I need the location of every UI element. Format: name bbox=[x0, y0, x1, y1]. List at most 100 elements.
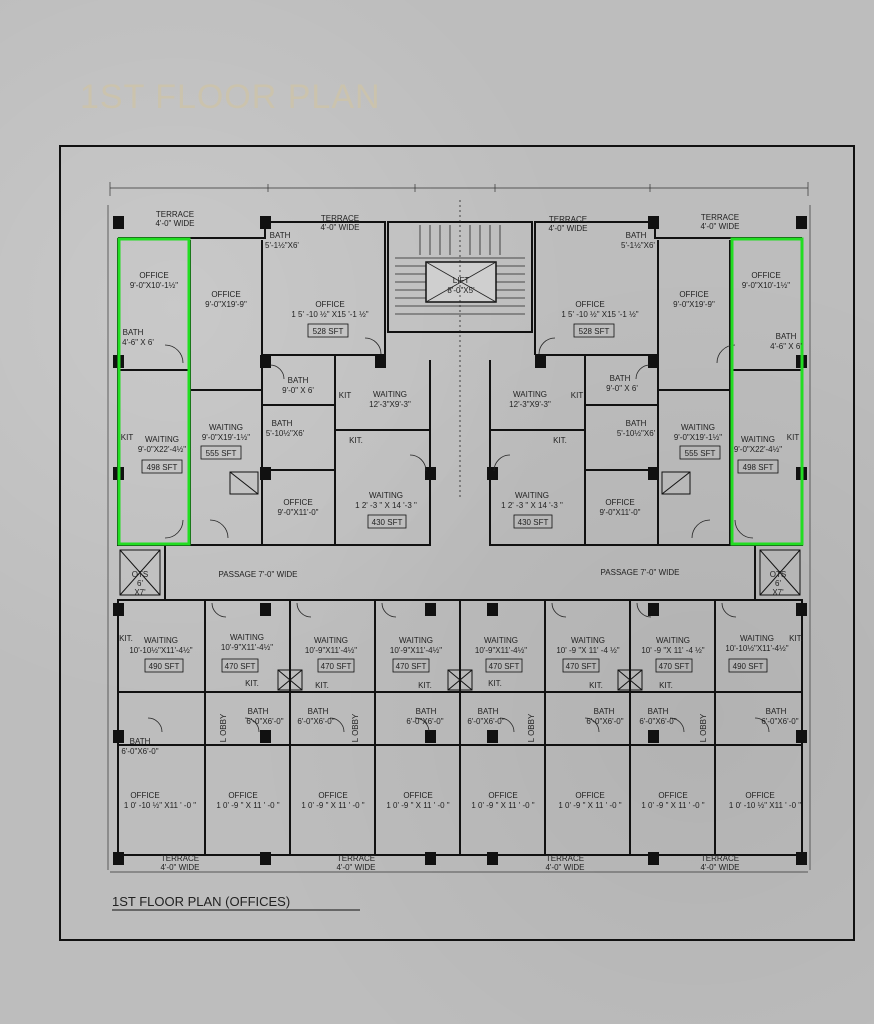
area-sft: 470 SFT bbox=[396, 662, 427, 671]
waiting-size: 1 2' -3 " X 14 '-3 " bbox=[501, 501, 563, 510]
terrace-width: 4'-0" WIDE bbox=[700, 222, 739, 231]
office-size: 1 0' -9 " X 11 ' -0 " bbox=[641, 801, 704, 810]
waiting-label: WAITING bbox=[369, 491, 403, 500]
area-sft: 470 SFT bbox=[489, 662, 520, 671]
office-label: OFFICE bbox=[228, 791, 257, 800]
office-label: OFFICE bbox=[745, 791, 774, 800]
terrace-width: 4'-0" WIDE bbox=[320, 223, 359, 232]
terrace-width: 4'-0" WIDE bbox=[160, 863, 199, 872]
waiting-label: WAITING bbox=[656, 636, 690, 645]
kitchen-label: KIT. bbox=[349, 436, 363, 445]
kitchen-label: KIT. bbox=[553, 436, 567, 445]
bath-label: BATH bbox=[626, 419, 647, 428]
waiting-label: WAITING bbox=[484, 636, 518, 645]
waiting-size: 9'-0"X19'-1½" bbox=[674, 433, 722, 442]
waiting-label: WAITING bbox=[740, 634, 774, 643]
ots-label: OTS bbox=[770, 570, 786, 579]
waiting-size: 12'-3"X9'-3" bbox=[369, 400, 411, 409]
office-size: 9'-0"X19'-9" bbox=[673, 300, 715, 309]
bath-label: BATH bbox=[123, 328, 144, 337]
terrace-label: TERRACE bbox=[337, 854, 375, 863]
office-size: 9'-0"X10'-1½" bbox=[130, 281, 178, 290]
ots-size: X7' bbox=[772, 588, 784, 597]
office-label: OFFICE bbox=[751, 271, 780, 280]
waiting-size: 1 2' -3 " X 14 '-3 " bbox=[355, 501, 417, 510]
waiting-label: WAITING bbox=[741, 435, 775, 444]
room-labels: TERRACE 4'-0" WIDE TERRACE 4'-0" WIDE TE… bbox=[119, 210, 803, 872]
waiting-label: WAITING bbox=[144, 636, 178, 645]
terrace-width: 4'-0" WIDE bbox=[548, 224, 587, 233]
kitchen-label: KIT. bbox=[119, 634, 133, 643]
lobby-label: L OBBY bbox=[699, 713, 708, 742]
waiting-label: WAITING bbox=[681, 423, 715, 432]
terrace-width: 4'-0" WIDE bbox=[155, 219, 194, 228]
office-label: OFFICE bbox=[575, 300, 604, 309]
lobby-label: L OBBY bbox=[351, 713, 360, 742]
bath-size: 5'-10½"X6' bbox=[266, 429, 305, 438]
bath-label: BATH bbox=[610, 374, 631, 383]
terrace-label: TERRACE bbox=[701, 213, 739, 222]
waiting-label: WAITING bbox=[513, 390, 547, 399]
kitchen-label: KIT. bbox=[789, 634, 803, 643]
bath-size: 6'-0"X6'-0" bbox=[639, 717, 676, 726]
bath-size: 6'-0"X6'-0" bbox=[297, 717, 334, 726]
office-label: OFFICE bbox=[575, 791, 604, 800]
area-sft: 555 SFT bbox=[685, 449, 716, 458]
waiting-size: 10'-10½"X11'-4½" bbox=[725, 644, 788, 653]
bath-label: BATH bbox=[130, 737, 151, 746]
office-size: 1 0' -9 " X 11 ' -0 " bbox=[386, 801, 449, 810]
office-label: OFFICE bbox=[139, 271, 168, 280]
office-size: 1 0' -9 " X 11 ' -0 " bbox=[471, 801, 534, 810]
terrace-label: TERRACE bbox=[546, 854, 584, 863]
bath-label: BATH bbox=[248, 707, 269, 716]
bath-label: BATH bbox=[288, 376, 309, 385]
office-size: 1 0' -9 " X 11 ' -0 " bbox=[558, 801, 621, 810]
area-sft: 470 SFT bbox=[566, 662, 597, 671]
area-sft: 490 SFT bbox=[733, 662, 764, 671]
terrace-label: TERRACE bbox=[549, 215, 587, 224]
bath-label: BATH bbox=[478, 707, 499, 716]
highlight-right-office bbox=[730, 237, 804, 546]
waiting-size: 10'-9"X11'-4½" bbox=[305, 646, 357, 655]
area-sft: 555 SFT bbox=[206, 449, 237, 458]
kitchen-label: KIT. bbox=[315, 681, 329, 690]
bath-size: 6'-0"X6'-0" bbox=[586, 717, 623, 726]
lobby-label: L OBBY bbox=[219, 713, 228, 742]
office-size: 1 0' -9 " X 11 ' -0 " bbox=[216, 801, 279, 810]
bath-size: 5'-10½"X6' bbox=[617, 429, 656, 438]
bath-size: 6'-0"X6'-0" bbox=[467, 717, 504, 726]
terrace-width: 4'-0" WIDE bbox=[545, 863, 584, 872]
bath-size: 9'-0" X 6' bbox=[606, 384, 638, 393]
ots-size: 6' bbox=[775, 579, 781, 588]
dimension-lines bbox=[107, 182, 811, 873]
waiting-label: WAITING bbox=[515, 491, 549, 500]
waiting-size: 10' -9 "X 11' -4 ½" bbox=[641, 646, 704, 655]
kitchen-label: KIT. bbox=[418, 681, 432, 690]
area-sft: 528 SFT bbox=[313, 327, 344, 336]
bath-size: 4'-6" X 6' bbox=[770, 342, 802, 351]
waiting-label: WAITING bbox=[373, 390, 407, 399]
lift-label: LIFT bbox=[453, 276, 470, 285]
area-sft: 470 SFT bbox=[659, 662, 690, 671]
office-label: OFFICE bbox=[658, 791, 687, 800]
terrace-label: TERRACE bbox=[321, 214, 359, 223]
bath-label: BATH bbox=[648, 707, 669, 716]
waiting-label: WAITING bbox=[571, 636, 605, 645]
door-swings bbox=[147, 337, 770, 733]
bath-label: BATH bbox=[270, 231, 291, 240]
bath-size: 6'-0"X6'-0" bbox=[761, 717, 798, 726]
kitchen-label: KIT bbox=[121, 433, 134, 442]
terrace-label: TERRACE bbox=[156, 210, 194, 219]
office-label: OFFICE bbox=[403, 791, 432, 800]
terrace-label: TERRACE bbox=[701, 854, 739, 863]
office-label: OFFICE bbox=[211, 290, 240, 299]
area-sft: 430 SFT bbox=[372, 518, 403, 527]
lobby-labels: L OBBY L OBBY L OBBY L OBBY bbox=[219, 713, 708, 742]
waiting-label: WAITING bbox=[314, 636, 348, 645]
office-label: OFFICE bbox=[679, 290, 708, 299]
bath-size: 4'-6" X 6' bbox=[122, 338, 154, 347]
terrace-label: TERRACE bbox=[161, 854, 199, 863]
kitchen-label: KIT bbox=[339, 391, 352, 400]
waiting-size: 10'-9"X11'-4½" bbox=[390, 646, 442, 655]
bath-size: 5'-1½"X6' bbox=[621, 241, 655, 250]
